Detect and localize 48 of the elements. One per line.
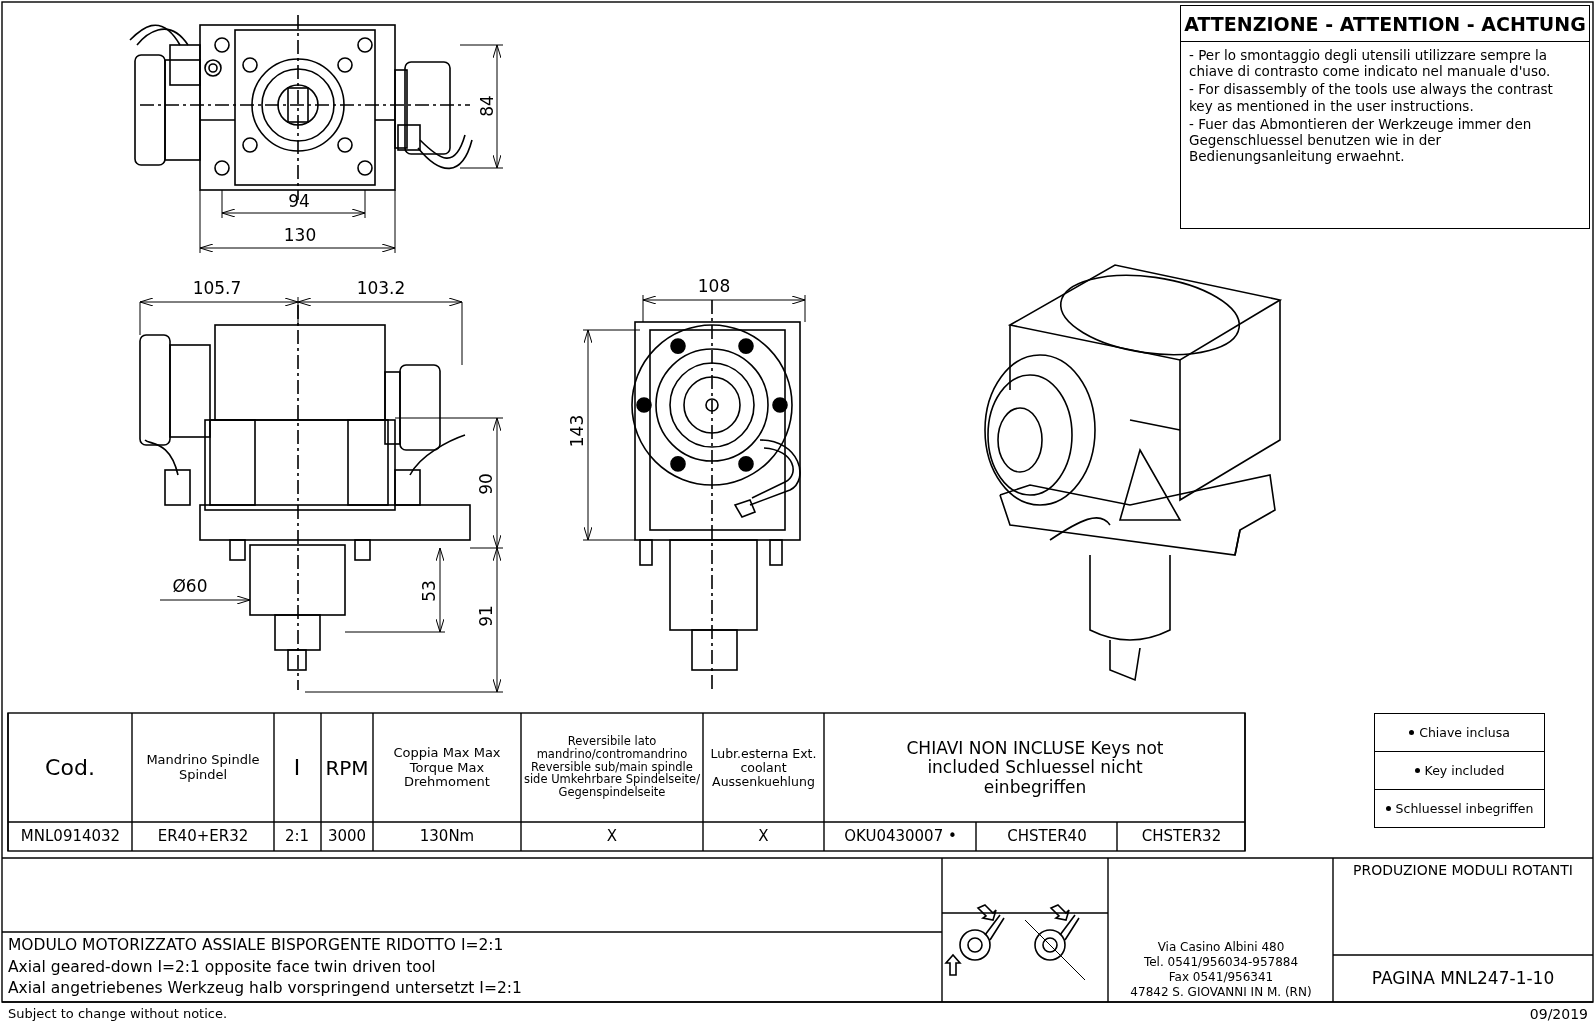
warning-text: - For disassembly of the tools use always the contrast key as mentioned in the user instructions. xyxy=(1188,80,1554,115)
table-cell-text: ER40+ER32 xyxy=(156,826,250,848)
dimension-label: 94 xyxy=(287,192,311,212)
table-header: Mandrino Spindle Spindel xyxy=(145,751,261,784)
table-header: Cod. xyxy=(44,753,96,782)
dimension-label: 130 xyxy=(282,226,318,246)
table-cell-text: X xyxy=(605,826,619,848)
table-cell-text: 3000 xyxy=(326,826,368,848)
page-number: PAGINA MNL247-1-10 xyxy=(1370,967,1556,991)
dimension-label: Ø60 xyxy=(171,576,209,598)
address-line: Via Casino Albini 480 xyxy=(1156,940,1286,955)
legend-text: Chiave inclusa xyxy=(1419,725,1510,740)
warning-heading: ATTENZIONE - ATTENTION - ACHTUNG xyxy=(1181,6,1589,42)
warning-text: - Per lo smontaggio degli utensili utilizzare sempre la chiave di contrasto come indicato nel manuale d'uso. xyxy=(1188,46,1552,81)
table-cell-text: 2:1 xyxy=(283,826,311,848)
table-cell-text: CHSTER40 xyxy=(1006,826,1088,848)
title-line: MODULO MOTORIZZATO ASSIALE BISPORGENTE RIDOTTO I=2:1 xyxy=(8,935,505,956)
address-line: Tel. 0541/956034-957884 xyxy=(1142,955,1300,970)
table-header: CHIAVI NON INCLUSE Keys not included Schluessel nicht einbegriffen xyxy=(905,737,1165,799)
table-header: Reversibile lato mandrino/contromandrino Reversible sub/main spindle side Umkehrbare Spindelseite/ Gegenspindelseite xyxy=(522,732,702,802)
company-tagline: PRODUZIONE MODULI ROTANTI xyxy=(1352,861,1574,881)
title-line: Axial angetriebenes Werkzeug halb vorspringend untersetzt I=2:1 xyxy=(8,978,523,999)
legend-text: Key included xyxy=(1424,763,1505,778)
date-label: 09/2019 xyxy=(1528,1005,1588,1024)
address-line: Fax 0541/956341 xyxy=(1167,970,1275,985)
table-cell-text: X xyxy=(757,826,770,848)
dimension-label: 103.2 xyxy=(355,279,407,299)
table-cell-text: 130Nm xyxy=(418,826,476,848)
table-cell-text: OKU0430007 • xyxy=(843,826,958,848)
address-line: 47842 S. GIOVANNI IN M. (RN) xyxy=(1129,985,1313,1000)
title-line: Axial geared-down I=2:1 opposite face twin driven tool xyxy=(8,957,437,978)
footer-note: Subject to change without notice. xyxy=(8,1005,229,1024)
dimension-label: 143 xyxy=(567,413,589,450)
warning-panel xyxy=(1180,5,1590,229)
dimension-label: 90 xyxy=(476,472,498,497)
dimension-label: 108 xyxy=(696,277,732,297)
table-cell-text: CHSTER32 xyxy=(1140,826,1223,848)
table-header: RPM xyxy=(324,754,370,782)
warning-text: - Fuer das Abmontieren der Werkzeuge immer den Gegenschluessel benutzen wie in der Bedienungsanleitung erwaehnt. xyxy=(1188,114,1533,166)
legend-text: Schluessel inbegriffen xyxy=(1395,801,1534,816)
dimension-label: 91 xyxy=(476,604,498,629)
dimension-label: 84 xyxy=(477,94,499,119)
table-header: Lubr.esterna Ext. coolant Aussenkuehlung xyxy=(709,745,818,791)
table-cell-text: MNL0914032 xyxy=(19,826,122,848)
table-header: I xyxy=(292,753,302,782)
dimension-label: 53 xyxy=(419,579,441,604)
table-header: Coppia Max Max Torque Max Drehmoment xyxy=(392,744,502,792)
dimension-label: 105.7 xyxy=(191,279,243,299)
